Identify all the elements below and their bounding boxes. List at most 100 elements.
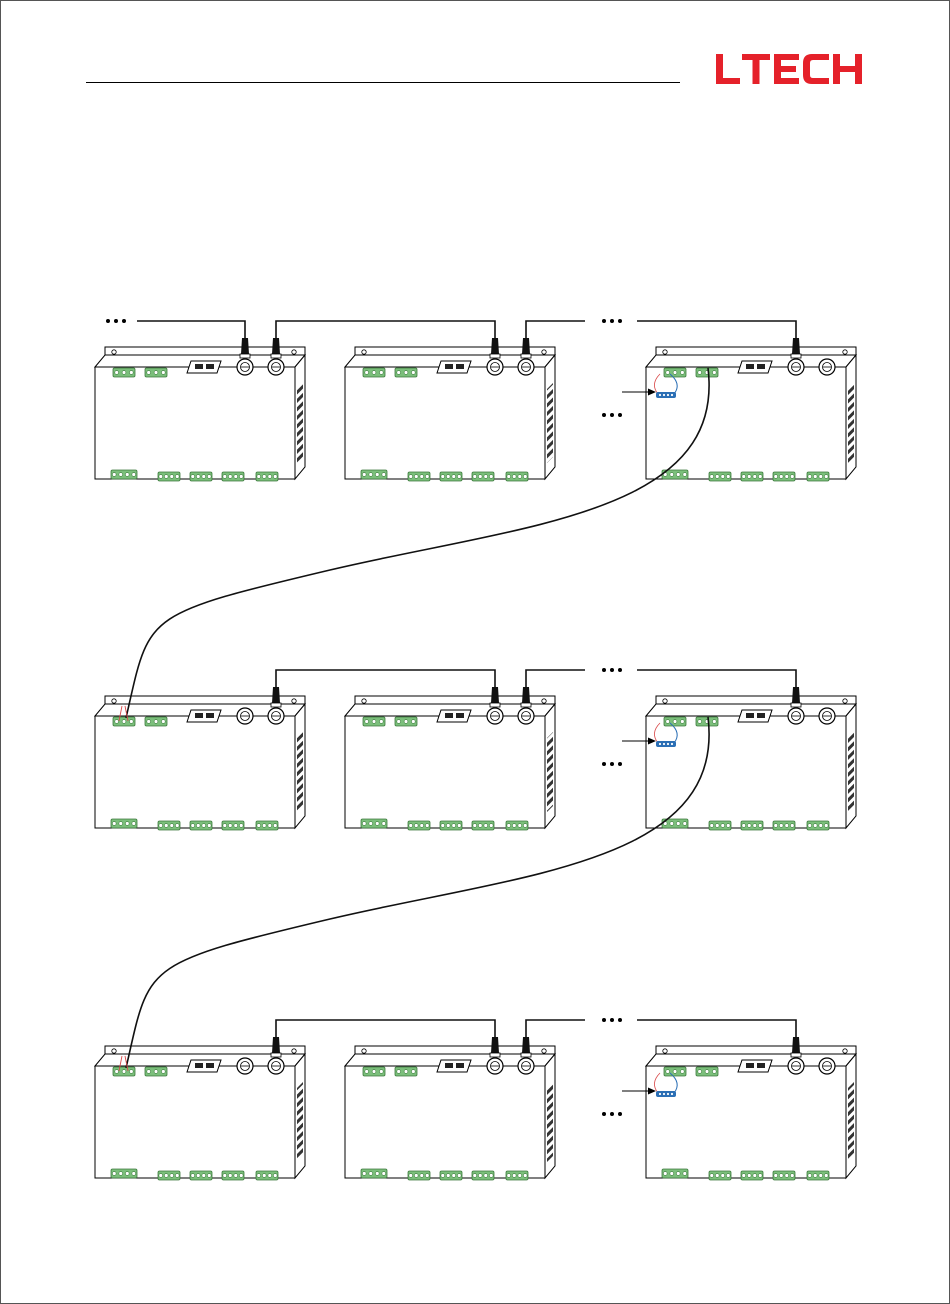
output-terminal — [506, 1171, 528, 1180]
mount-hole — [663, 699, 667, 703]
address-display — [437, 1060, 471, 1072]
ellipsis-icon — [106, 319, 126, 323]
xlr-socket-in — [237, 708, 253, 724]
signal-terminal-in — [363, 368, 385, 377]
xlr-plug — [791, 338, 801, 358]
fan-vent — [848, 1082, 854, 1162]
mount-hole — [112, 699, 116, 703]
power-terminal — [111, 819, 137, 828]
xlr-socket-out — [819, 708, 835, 724]
signal-terminal-out — [395, 1067, 417, 1076]
output-terminal — [472, 472, 494, 481]
xlr-plug — [791, 1037, 801, 1057]
ellipsis-icon — [602, 762, 622, 766]
output-terminal — [807, 1171, 829, 1180]
xlr-plug — [490, 1037, 500, 1057]
mount-hole — [112, 1049, 116, 1053]
xlr-socket-in — [237, 359, 253, 375]
output-terminal — [741, 1171, 763, 1180]
signal-terminal-in — [113, 1067, 135, 1076]
xlr-socket-out — [268, 359, 284, 375]
signal-terminal-in — [113, 717, 135, 726]
output-terminal — [408, 1171, 430, 1180]
mounting-flange — [656, 347, 856, 355]
dmx-cable — [526, 1020, 585, 1044]
xlr-plug — [271, 1037, 281, 1057]
dmx-cable — [276, 1020, 495, 1044]
mount-hole — [112, 350, 116, 354]
xlr-socket-out — [819, 359, 835, 375]
mount-hole — [292, 350, 296, 354]
front-face — [95, 1066, 295, 1178]
output-terminal — [408, 472, 430, 481]
output-terminal — [408, 821, 430, 830]
output-terminal — [440, 472, 462, 481]
dmx-cable — [637, 670, 796, 694]
xlr-plug — [521, 338, 531, 358]
output-terminal — [256, 1171, 278, 1180]
xlr-socket-in — [788, 359, 804, 375]
decoder-unit — [345, 347, 555, 481]
mount-hole — [663, 1049, 667, 1053]
fan-vent — [547, 383, 553, 463]
output-terminal — [773, 1171, 795, 1180]
mount-hole — [663, 350, 667, 354]
output-terminal — [158, 1171, 180, 1180]
output-terminal — [709, 472, 731, 481]
address-display — [187, 1060, 221, 1072]
front-face — [345, 1066, 545, 1178]
mount-hole — [542, 350, 546, 354]
decoder-unit — [345, 696, 555, 830]
xlr-socket-out — [268, 1058, 284, 1074]
signal-terminal-in — [664, 368, 686, 377]
ellipsis-icon — [602, 1018, 622, 1022]
signal-terminal-out — [145, 717, 167, 726]
mount-hole — [292, 699, 296, 703]
output-terminal — [773, 472, 795, 481]
xlr-plug — [490, 687, 500, 707]
output-terminal — [190, 1171, 212, 1180]
output-terminal — [190, 472, 212, 481]
signal-terminal-in — [363, 1067, 385, 1076]
fan-vent — [297, 1082, 303, 1162]
xlr-socket-out — [819, 1058, 835, 1074]
output-terminal — [158, 821, 180, 830]
dmx-cable — [526, 321, 585, 345]
mount-hole — [292, 1049, 296, 1053]
mount-hole — [362, 1049, 366, 1053]
output-terminal — [256, 821, 278, 830]
fan-vent — [848, 732, 854, 812]
output-terminal — [709, 821, 731, 830]
dmx-cable — [637, 321, 796, 345]
front-face — [345, 367, 545, 479]
output-terminal — [773, 821, 795, 830]
output-terminal — [506, 472, 528, 481]
signal-terminal-out — [395, 717, 417, 726]
front-face — [345, 716, 545, 828]
ellipsis-icon — [602, 319, 622, 323]
output-terminal — [472, 1171, 494, 1180]
output-terminal — [222, 1171, 244, 1180]
output-terminal — [222, 821, 244, 830]
signal-terminal-out — [696, 1067, 718, 1076]
ellipsis-icon — [602, 413, 622, 417]
mount-hole — [843, 350, 847, 354]
output-terminal — [807, 472, 829, 481]
output-terminal — [158, 472, 180, 481]
address-display — [187, 710, 221, 722]
output-terminal — [472, 821, 494, 830]
output-terminal — [440, 1171, 462, 1180]
signal-terminal-out — [145, 368, 167, 377]
signal-terminal-out — [696, 717, 718, 726]
output-terminal — [506, 821, 528, 830]
fan-vent — [297, 383, 303, 463]
power-terminal — [361, 470, 387, 479]
xlr-plug — [271, 338, 281, 358]
dmx-cable — [276, 321, 495, 345]
front-face — [646, 1066, 846, 1178]
fan-vent — [547, 1082, 553, 1162]
dmx-input-cable — [137, 321, 245, 345]
xlr-plug — [521, 687, 531, 707]
decoder-unit — [95, 347, 305, 481]
